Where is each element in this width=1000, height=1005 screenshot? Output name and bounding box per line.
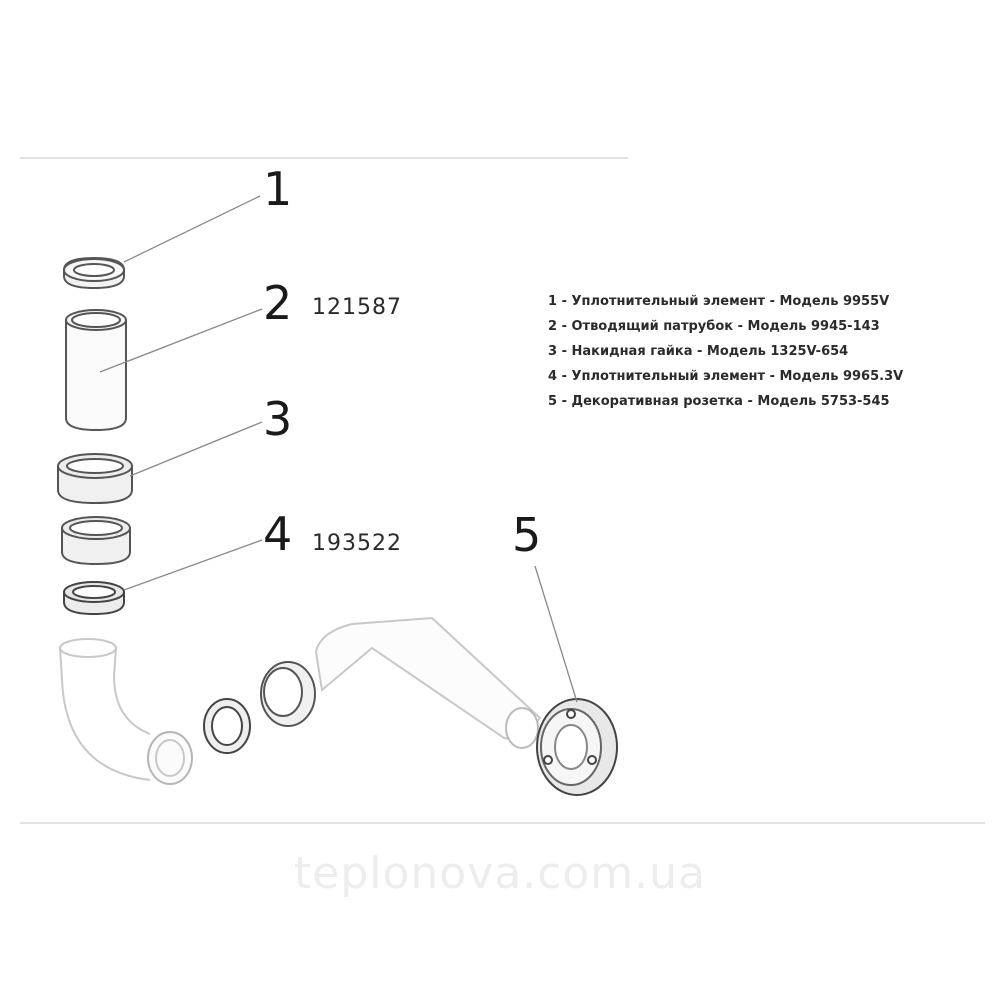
siphon-elbow [59, 638, 193, 785]
siphon-seal-ring [203, 698, 251, 754]
outlet-pipe [314, 616, 542, 749]
legend-item-1: 1 - Уплотнительный элемент - Модель 9955… [548, 294, 890, 309]
legend-item-5: 5 - Декоративная розетка - Модель 5753-5… [548, 394, 890, 409]
leader-line-1 [123, 195, 261, 263]
part-1-seal-ring [63, 256, 125, 290]
leader-line-4 [123, 539, 263, 591]
leader-lines [99, 195, 578, 703]
part-code-4: 193522 [312, 531, 402, 556]
legend-item-3: 3 - Накидная гайка - Модель 1325V-654 [548, 344, 849, 359]
siphon-union-nut [260, 661, 316, 727]
part-4-seal-element [63, 581, 125, 616]
parts-legend: 1 - Уплотнительный элемент - Модель 9955… [548, 289, 968, 414]
leader-line-3 [129, 421, 263, 477]
legend-item-2: 2 - Отводящий патрубок - Модель 9945-143 [548, 319, 880, 334]
part-5-rosette [536, 698, 618, 796]
nut-ring [61, 516, 131, 566]
leader-line-2 [99, 308, 263, 373]
callout-number-4: 4 [263, 507, 293, 561]
callout-number-2: 2 [263, 276, 293, 330]
callout-number-3: 3 [263, 392, 293, 446]
legend-item-4: 4 - Уплотнительный элемент - Модель 9965… [548, 369, 904, 384]
part-3-union-nut [57, 453, 133, 505]
leader-line-5 [534, 565, 578, 703]
part-code-2: 121587 [312, 295, 402, 320]
callout-number-5: 5 [512, 508, 542, 562]
part-2-drain-tube [65, 309, 127, 432]
callout-number-1: 1 [263, 162, 293, 216]
watermark: teplonova.com.ua [294, 848, 706, 899]
